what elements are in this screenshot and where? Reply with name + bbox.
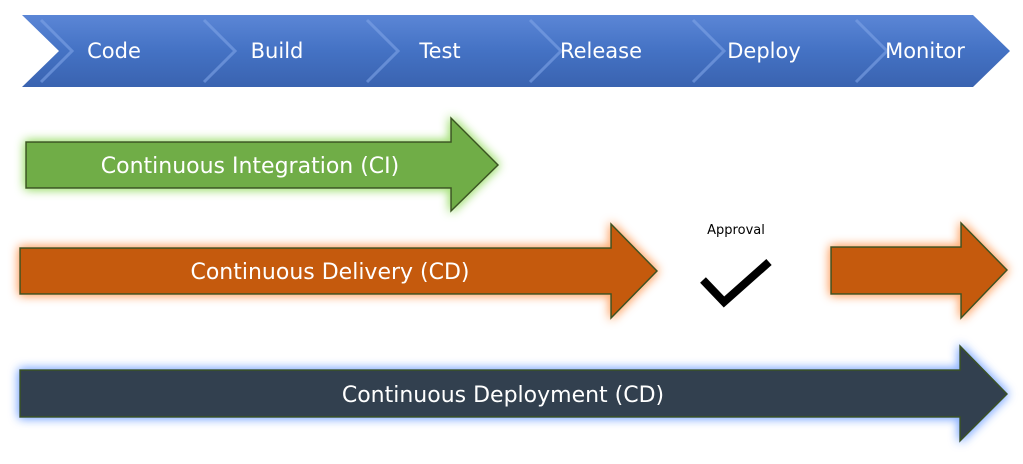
deployment-arrow bbox=[19, 344, 1009, 443]
stage-deploy-bevel bbox=[691, 18, 727, 84]
stage-code-bevel bbox=[39, 18, 75, 84]
stage-release-label: Release bbox=[560, 39, 642, 63]
stage-test-bevel bbox=[365, 18, 401, 84]
deployment-label: Continuous Deployment (CD) bbox=[342, 383, 664, 408]
stage-test-shape bbox=[348, 15, 558, 87]
ci-arrow-shape bbox=[25, 116, 500, 213]
stage-code-shape bbox=[22, 15, 232, 87]
stage-deploy-label: Deploy bbox=[727, 39, 801, 63]
delivery-arrow bbox=[19, 222, 659, 320]
stage-release: Release bbox=[511, 15, 721, 87]
stage-chevrons: Code Build Test Release Deploy Monitor bbox=[22, 15, 1010, 87]
stage-deploy-shape bbox=[674, 15, 884, 87]
stage-build-bevel bbox=[202, 18, 238, 84]
delivery-continuation-arrow bbox=[830, 221, 1009, 320]
stage-monitor-label: Monitor bbox=[885, 39, 965, 63]
stage-monitor: Monitor bbox=[837, 15, 1010, 87]
approval-label: Approval bbox=[707, 223, 765, 238]
stage-monitor-bevel bbox=[854, 18, 890, 84]
delivery-arrow-shape bbox=[19, 222, 659, 320]
stage-monitor-shape bbox=[837, 15, 1010, 87]
ci-label: Continuous Integration (CI) bbox=[101, 154, 399, 179]
stage-build-shape bbox=[185, 15, 395, 87]
stage-test: Test bbox=[348, 15, 558, 87]
delivery-continuation-arrow-shape bbox=[830, 221, 1009, 320]
stage-code-label: Code bbox=[87, 39, 141, 63]
delivery-label: Continuous Delivery (CD) bbox=[190, 260, 469, 285]
checkmark-icon bbox=[700, 259, 772, 308]
stage-test-label: Test bbox=[418, 39, 460, 63]
stage-release-bevel bbox=[528, 18, 564, 84]
stage-deploy: Deploy bbox=[674, 15, 884, 87]
stage-release-shape bbox=[511, 15, 721, 87]
stage-build-label: Build bbox=[251, 39, 304, 63]
ci-arrow bbox=[25, 116, 500, 213]
stage-code: Code bbox=[22, 15, 232, 87]
deployment-arrow-shape bbox=[19, 344, 1009, 443]
stage-build: Build bbox=[185, 15, 395, 87]
